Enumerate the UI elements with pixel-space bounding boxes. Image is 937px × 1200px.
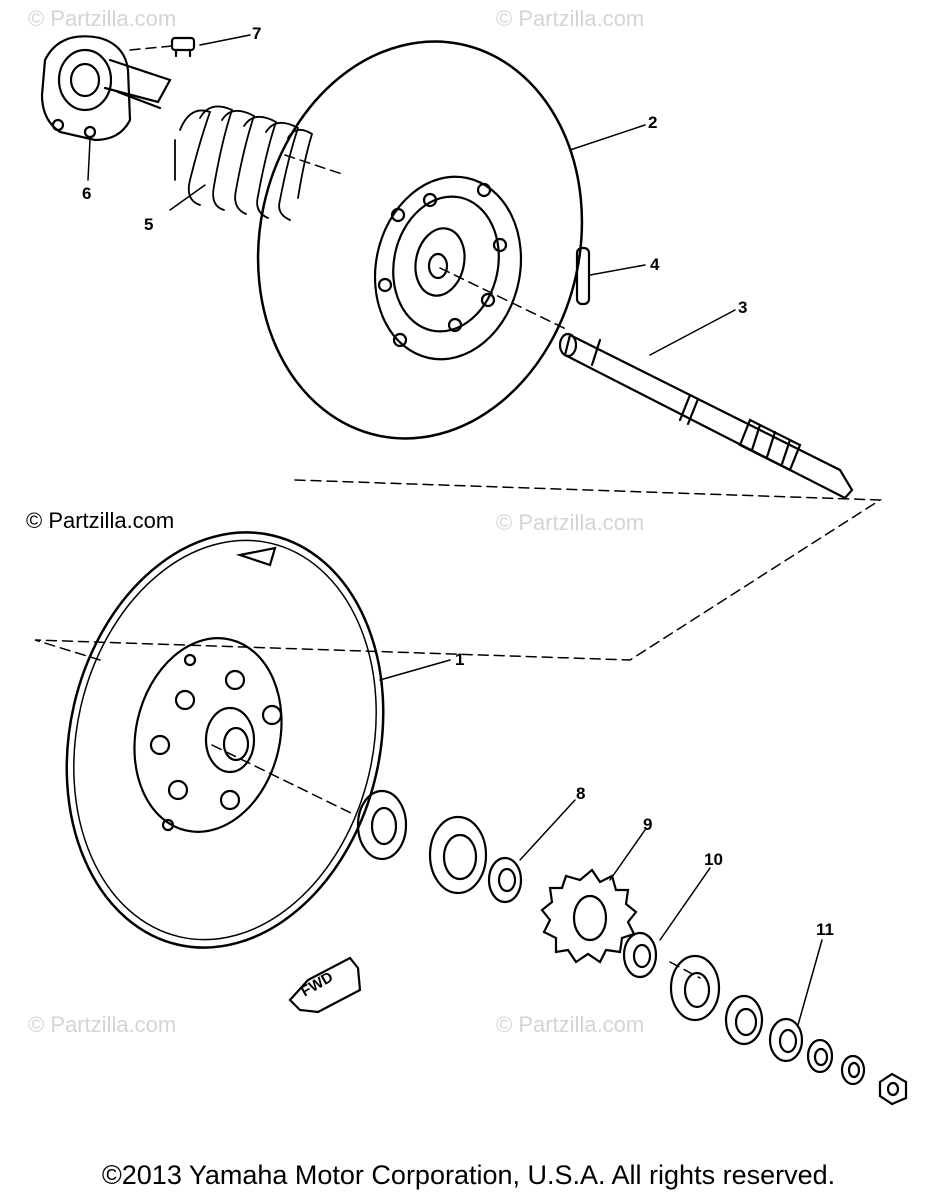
- watermark: © Partzilla.com: [496, 510, 645, 535]
- fwd-arrow: [288, 956, 362, 1014]
- bearing-group-upper: [356, 789, 523, 904]
- projection-lines: [34, 45, 883, 979]
- part-5-spring: [174, 105, 314, 221]
- callout-7: 7: [252, 24, 262, 43]
- callout-11: 11: [816, 920, 834, 939]
- leader-lines: [87, 34, 823, 1026]
- watermark-main: © Partzilla.com: [26, 508, 175, 533]
- copyright-footer: ©2013 Yamaha Motor Corporation, U.S.A. A…: [101, 1160, 836, 1190]
- callout-10: 10: [704, 850, 723, 869]
- part-6-holder: [40, 35, 172, 142]
- callout-1: 1: [455, 650, 465, 669]
- part-3-shaft: [558, 332, 854, 500]
- part-7-pin: [170, 36, 196, 58]
- callout-5: 5: [144, 215, 154, 234]
- watermark: © Partzilla.com: [28, 1012, 177, 1037]
- watermark: © Partzilla.com: [28, 6, 177, 31]
- part-4-key: [575, 246, 591, 306]
- callout-9: 9: [643, 815, 653, 834]
- part-1-sheave: [65, 531, 385, 949]
- part-2-sheave: [256, 40, 584, 440]
- part-9-sprocket: [540, 868, 638, 964]
- callout-4: 4: [650, 255, 660, 274]
- bearing-group-lower: [622, 931, 908, 1106]
- callout-8: 8: [576, 784, 586, 803]
- watermark: © Partzilla.com: [496, 6, 645, 31]
- callout-3: 3: [738, 298, 748, 317]
- callout-6: 6: [82, 184, 92, 203]
- watermark: © Partzilla.com: [496, 1012, 645, 1037]
- callout-2: 2: [648, 113, 658, 132]
